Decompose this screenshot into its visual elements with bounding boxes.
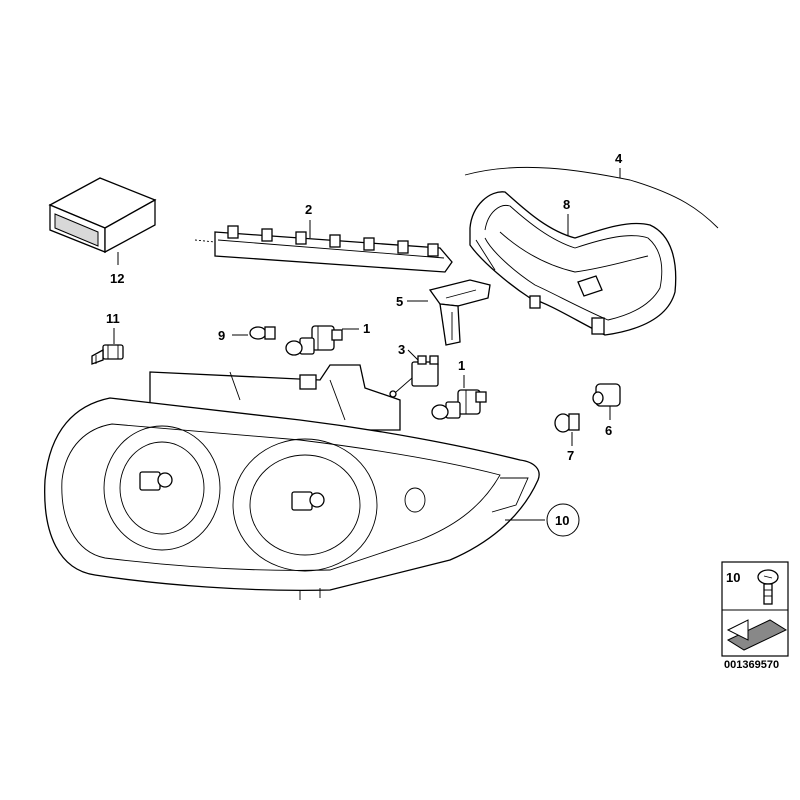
label-4: 4 xyxy=(615,151,623,166)
part-12-box xyxy=(48,177,157,254)
legend-number: 10 xyxy=(726,570,740,585)
legend-arrow-icon xyxy=(726,619,788,651)
label-11: 11 xyxy=(106,311,120,326)
legend-screw-icon xyxy=(757,569,779,605)
label-2: 2 xyxy=(305,202,312,217)
label-3: 3 xyxy=(398,342,405,357)
part-1-bulb-lower xyxy=(431,389,487,420)
label-12: 12 xyxy=(110,271,124,286)
label-1-lower: 1 xyxy=(458,358,465,373)
part-10-headlight xyxy=(44,364,540,600)
part-9-bulb xyxy=(249,326,276,340)
label-9: 9 xyxy=(218,328,225,343)
part-8-cover xyxy=(469,191,677,336)
label-8: 8 xyxy=(563,197,570,212)
diagram-reference-number: 001369570 xyxy=(724,659,779,671)
label-10: 10 xyxy=(555,513,569,528)
label-7: 7 xyxy=(567,448,574,463)
part-2-bracket xyxy=(194,225,453,273)
part-1-bulb-upper xyxy=(285,325,343,356)
label-6: 6 xyxy=(605,423,612,438)
part-5-clip xyxy=(428,279,491,346)
label-5: 5 xyxy=(396,294,403,309)
part-7-bulb xyxy=(554,413,580,433)
legend-box: 10 xyxy=(721,561,789,657)
part-4-cable xyxy=(464,166,719,229)
part-6-socket xyxy=(592,383,621,407)
part-11-screw xyxy=(91,344,124,365)
label-10-circle xyxy=(546,503,580,537)
label-1-upper: 1 xyxy=(363,321,370,336)
part-3-connector xyxy=(389,355,439,398)
